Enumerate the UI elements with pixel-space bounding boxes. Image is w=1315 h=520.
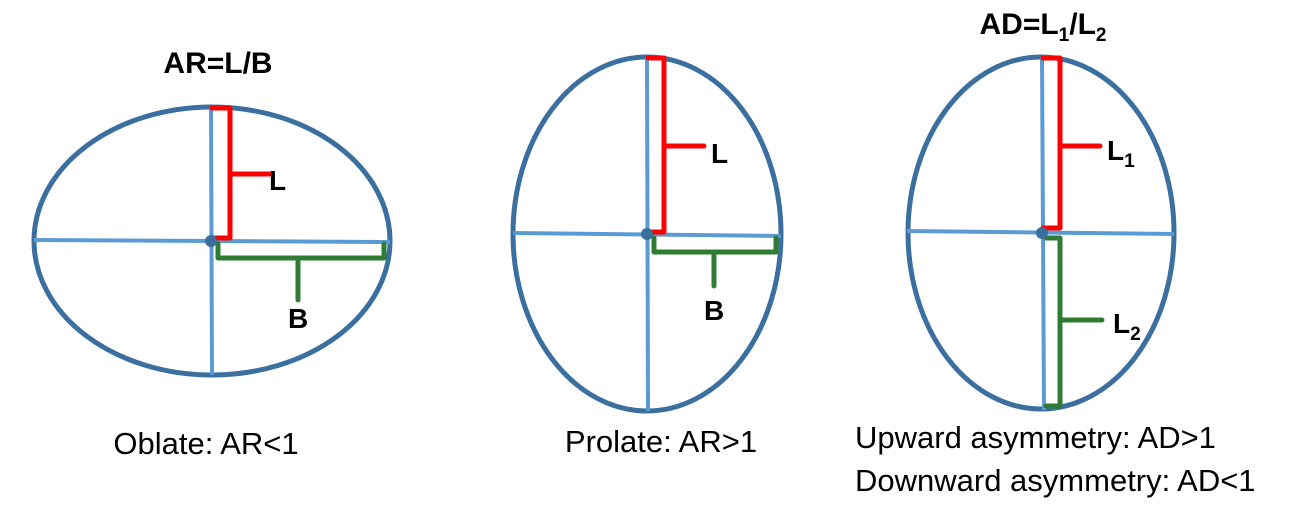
prolate-length-label: L (711, 138, 728, 169)
oblate-caption: Oblate: AR<1 (113, 426, 298, 461)
prolate-width-bracket (651, 235, 779, 289)
oblate-length-bracket (209, 105, 273, 241)
oblate-center-point (205, 235, 217, 247)
downward-asymmetry-caption: Downward asymmetry: AD<1 (855, 463, 1256, 498)
prolate-caption: Prolate: AR>1 (565, 424, 757, 459)
prolate-center-point (641, 228, 653, 240)
asymmetry-degree-formula: AD=L1/L2 (979, 8, 1106, 46)
oblate-length-label: L (269, 165, 286, 196)
asymmetric-center-point (1036, 227, 1048, 239)
upper-length-label: L1 (1107, 135, 1135, 172)
prolate-width-label: B (704, 295, 724, 326)
aspect-ratio-formula: AR=L/B (163, 47, 272, 80)
upward-asymmetry-caption: Upward asymmetry: AD>1 (855, 420, 1216, 455)
upper-length-bracket (1040, 55, 1103, 231)
lower-length-label: L2 (1113, 308, 1141, 345)
asymmetric-panel: AD=L1/L2 L1 L2 Upward asymmetry: AD>1 Do… (855, 8, 1256, 498)
oblate-width-bracket (215, 241, 387, 303)
oblate-panel: AR=L/B L B Oblate: AR<1 (31, 47, 393, 461)
oblate-width-label: B (288, 303, 308, 334)
lower-length-bracket (1043, 235, 1105, 409)
prolate-panel: L B Prolate: AR>1 (510, 54, 784, 459)
prolate-length-bracket (645, 55, 707, 235)
